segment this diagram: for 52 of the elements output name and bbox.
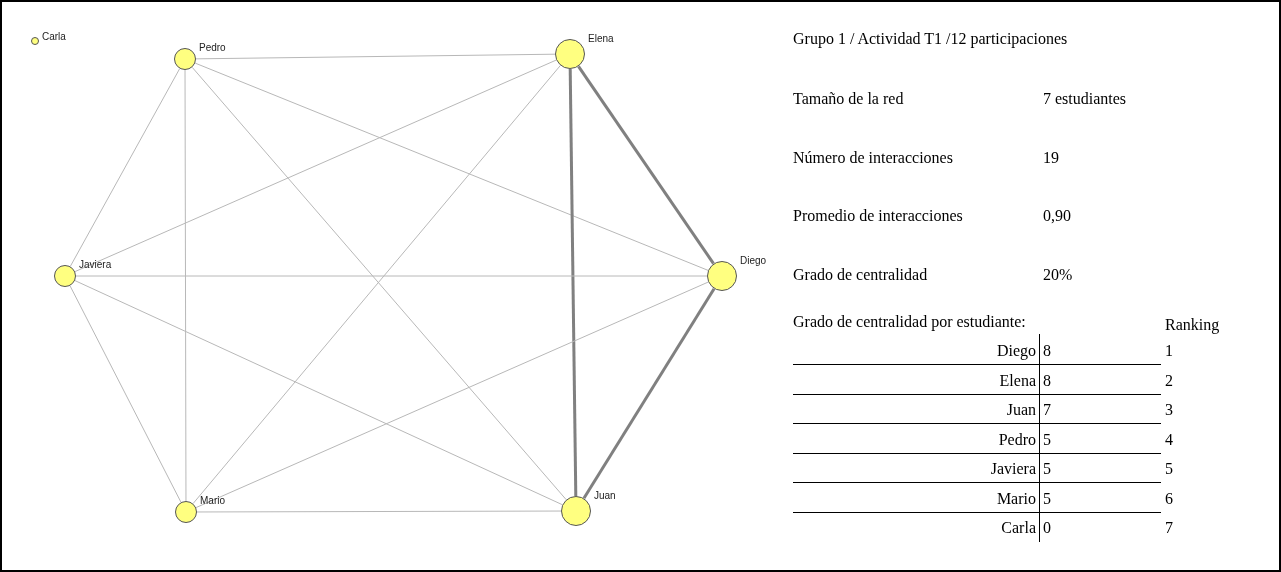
stat-value: 7 estudiantes	[1043, 89, 1127, 109]
centrality-value: 7	[1043, 400, 1051, 420]
node-label: Javiera	[79, 259, 112, 271]
centrality-value: 0	[1043, 518, 1051, 538]
connection-line	[195, 281, 709, 509]
connection-line	[195, 53, 556, 60]
student-name: Pedro	[997, 429, 1036, 450]
connection-line	[74, 280, 563, 506]
rank-value: 6	[1165, 488, 1173, 509]
node-label: Juan	[594, 490, 616, 502]
stat-value: 19	[1043, 147, 1059, 168]
centrality-value: 5	[1043, 459, 1051, 479]
student-name: Javiera	[989, 459, 1036, 479]
rank-value: 2	[1165, 370, 1173, 391]
column-header: Ranking	[1165, 315, 1220, 336]
centrality-value: 8	[1043, 341, 1051, 361]
rank-value: 1	[1165, 341, 1173, 361]
centrality-value: 5	[1043, 429, 1051, 450]
connection-line	[194, 62, 709, 271]
stat-value: 20%	[1043, 264, 1073, 285]
node-label: Elena	[588, 33, 614, 45]
connection-line	[74, 59, 557, 273]
node-label: Carla	[42, 31, 66, 43]
centrality-value: 5	[1043, 488, 1051, 509]
student-name: Mario	[995, 488, 1036, 509]
stat-label: Número de interacciones	[793, 147, 953, 168]
title: Grupo 1 / Actividad T1 /12 participaciones	[793, 29, 1068, 50]
connection-line	[184, 69, 187, 502]
table-heading: Grado de centralidad por estudiante:	[793, 312, 1026, 333]
connection-line	[582, 287, 716, 500]
connection-line	[568, 68, 578, 497]
rank-value: 7	[1165, 518, 1173, 538]
rank-value: 5	[1165, 459, 1173, 479]
rank-value: 4	[1165, 429, 1173, 450]
stat-label: Tamaño de la red	[793, 89, 904, 109]
connection-line	[196, 510, 562, 513]
rank-value: 3	[1165, 400, 1173, 420]
centrality-value: 8	[1043, 370, 1051, 391]
stat-label: Grado de centralidad	[793, 264, 928, 285]
node-label: Diego	[740, 255, 767, 267]
stat-label: Promedio de interacciones	[793, 206, 963, 226]
node-label: Mario	[200, 495, 225, 507]
node-label: Pedro	[199, 42, 226, 54]
student-name: Juan	[1005, 400, 1036, 420]
connection-line	[75, 275, 708, 277]
connection-line	[69, 68, 181, 267]
student-name: Elena	[998, 370, 1036, 391]
stat-value: 0,90	[1043, 206, 1071, 226]
student-name: Carla	[1000, 518, 1036, 538]
student-name: Diego	[995, 341, 1036, 362]
connection-line	[577, 65, 715, 265]
connection-line	[69, 285, 182, 503]
